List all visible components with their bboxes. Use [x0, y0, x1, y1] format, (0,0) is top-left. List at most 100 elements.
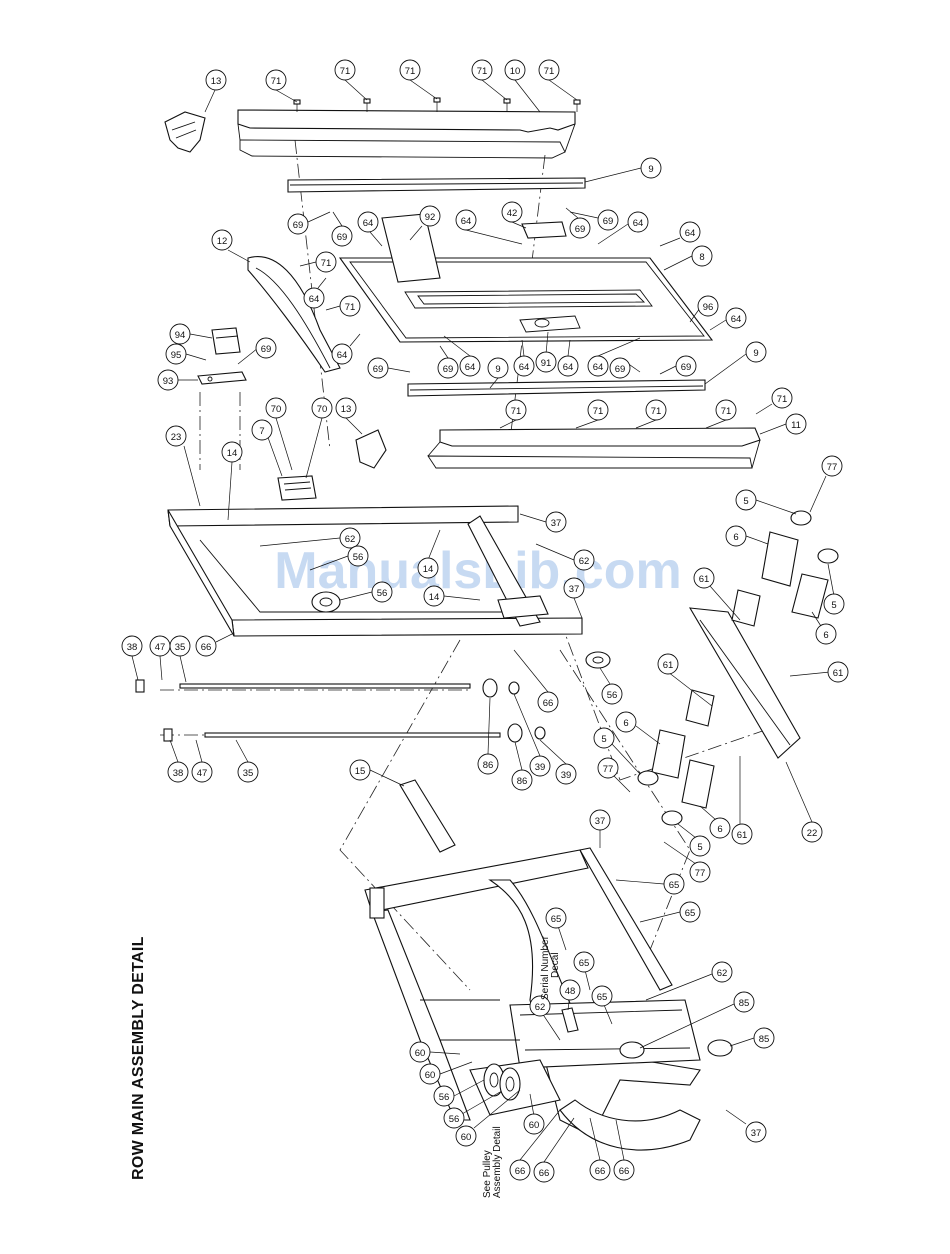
callout-65-c: 65	[545, 907, 567, 951]
svg-text:85: 85	[739, 998, 750, 1009]
svg-text:86: 86	[517, 776, 528, 787]
callout-42: 42	[501, 201, 527, 229]
callout-69-a: 69	[287, 211, 331, 235]
part-6-horn-a	[761, 531, 799, 587]
part-6-horn-d	[681, 759, 715, 809]
svg-text:22: 22	[807, 828, 818, 839]
callout-35-a: 35	[169, 635, 191, 683]
svg-text:71: 71	[405, 66, 416, 77]
callout-71-l: 71	[755, 387, 793, 415]
svg-text:13: 13	[211, 76, 222, 87]
callout-66-b: 66	[513, 649, 559, 713]
callout-96: 96	[689, 295, 719, 323]
callout-77-c: 77	[663, 841, 711, 883]
callout-47-a: 47	[149, 635, 171, 681]
svg-text:48: 48	[565, 986, 576, 997]
svg-text:69: 69	[681, 362, 692, 373]
callout-64-h: 64	[443, 335, 481, 377]
svg-text:64: 64	[685, 228, 696, 239]
callout-64-c: 64	[597, 211, 649, 245]
svg-text:66: 66	[619, 1166, 630, 1177]
svg-text:56: 56	[449, 1114, 460, 1125]
pulley-assembly-reference-note: See Pulley Assembly Detail	[482, 1126, 503, 1198]
svg-text:64: 64	[563, 362, 574, 373]
part-12-shroud	[247, 256, 341, 373]
callout-86-a: 86	[477, 697, 499, 775]
svg-text:77: 77	[827, 462, 838, 473]
callout-94: 94	[169, 323, 213, 345]
svg-text:37: 37	[751, 1128, 762, 1139]
svg-text:5: 5	[697, 842, 702, 853]
callout-40-b: 66	[613, 1119, 635, 1181]
part-38-end-cap-b	[163, 728, 173, 742]
callout-6-c: 6	[615, 711, 661, 745]
callout-64-i: 64	[513, 339, 535, 377]
callout-7: 7	[251, 419, 283, 477]
callout-69-g: 69	[437, 345, 459, 379]
callout-60-c: 60	[455, 1089, 521, 1147]
part-94-bracket	[211, 327, 241, 355]
callout-69-c: 69	[565, 207, 591, 239]
callout-9-lower: 9	[704, 341, 767, 385]
svg-text:66: 66	[543, 698, 554, 709]
part-6-horn-c	[651, 729, 686, 779]
callout-65-e: 65	[591, 985, 613, 1025]
svg-text:60: 60	[461, 1132, 472, 1143]
callout-69-e: 69	[237, 337, 277, 365]
svg-text:65: 65	[579, 958, 590, 969]
callout-71-i: 71	[575, 399, 609, 429]
callout-69-d: 69	[569, 209, 619, 231]
callout-71-a: 71	[265, 69, 298, 103]
svg-text:14: 14	[429, 592, 440, 603]
callout-9-upper: 9	[584, 157, 662, 183]
part-56-pulley-right	[585, 651, 611, 669]
watermark: ManualsLib.com	[274, 542, 681, 600]
callouts: 13 71 71 71 71 10 71 9 69 69 92 64 42 69…	[121, 59, 849, 1183]
callout-37-a: 37	[519, 511, 567, 533]
part-6-horn-f	[685, 689, 715, 727]
svg-text:64: 64	[633, 218, 644, 229]
part-56-pulley-upper	[311, 591, 341, 613]
callout-92: 92	[409, 205, 441, 241]
callout-61-b: 61	[789, 661, 849, 683]
callout-61-a: 61	[693, 567, 741, 621]
callout-61-c: 61	[657, 653, 713, 707]
callout-14-a: 14	[221, 441, 243, 521]
callout-69-h: 69	[609, 357, 641, 379]
callout-77-a: 77	[809, 455, 843, 513]
svg-text:6: 6	[623, 718, 628, 729]
callout-56-d: 56	[433, 1079, 485, 1107]
callout-70-b: 70	[305, 397, 333, 479]
callout-91: 91	[535, 331, 557, 373]
callout-70-a: 70	[265, 397, 293, 471]
svg-text:86: 86	[483, 760, 494, 771]
callout-64-k: 64	[587, 337, 641, 377]
svg-text:6: 6	[823, 630, 828, 641]
callout-14-c: 14	[423, 585, 481, 607]
svg-text:62: 62	[717, 968, 728, 979]
svg-text:10: 10	[510, 66, 521, 77]
svg-text:60: 60	[529, 1120, 540, 1131]
svg-text:15: 15	[355, 766, 366, 777]
callout-64-j: 64	[557, 339, 579, 377]
part-6-horn-e	[731, 589, 761, 627]
svg-text:71: 71	[477, 66, 488, 77]
svg-text:71: 71	[345, 302, 356, 313]
callout-14-b: 14	[417, 529, 441, 579]
callout-37-c: 37	[589, 809, 611, 848]
svg-text:65: 65	[597, 992, 608, 1003]
callout-65-a: 65	[615, 873, 685, 895]
svg-text:94: 94	[175, 330, 186, 341]
svg-text:37: 37	[595, 816, 606, 827]
callout-71-e: 71	[538, 59, 578, 101]
part-42-decal	[521, 221, 567, 239]
svg-text:5: 5	[831, 600, 836, 611]
svg-text:37: 37	[569, 584, 580, 595]
svg-text:70: 70	[271, 404, 282, 415]
svg-text:70: 70	[317, 404, 328, 415]
svg-text:61: 61	[833, 668, 844, 679]
svg-text:64: 64	[461, 216, 472, 227]
svg-text:14: 14	[423, 564, 434, 575]
callout-71-f: 71	[299, 251, 337, 273]
callout-60-d: 60	[523, 1093, 545, 1135]
